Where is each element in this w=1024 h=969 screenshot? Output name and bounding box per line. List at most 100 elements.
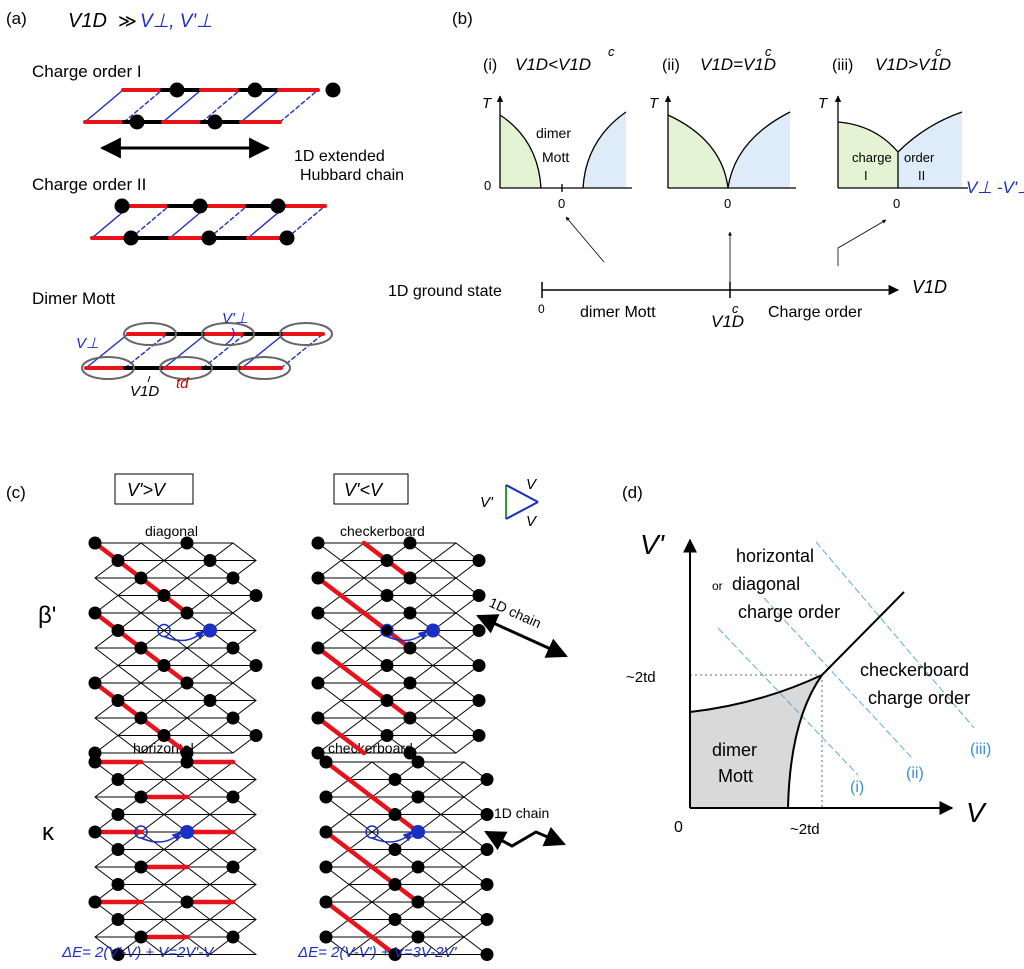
gs-dimer-mott-label: dimer Mott: [580, 304, 656, 321]
lattice-bond: [186, 577, 211, 596]
moved-charge: [180, 825, 194, 839]
lattice-bond: [440, 761, 465, 780]
panel-a-label: (a): [6, 9, 27, 28]
legend-v2: V: [526, 513, 538, 530]
ladder-charge-order-2: [90, 198, 327, 246]
rung-bond: [240, 89, 280, 123]
moved-charge: [411, 825, 425, 839]
dimer-mott-label: Dimer Mott: [32, 289, 115, 308]
lattice-bond: [340, 700, 365, 719]
or-label: or: [712, 579, 723, 593]
site-dot: [472, 589, 486, 602]
case-iii-num: (iii): [832, 57, 853, 74]
checkerboard-label: checkerboard: [860, 660, 969, 680]
t-axis-label: T: [649, 95, 660, 112]
lattice-bond: [432, 717, 457, 736]
lattice-bond: [340, 577, 365, 596]
site-dot: [180, 746, 194, 760]
site-dot: [134, 571, 148, 585]
site-dot: [325, 82, 341, 98]
charge-order-1-label: Charge order I: [32, 62, 142, 81]
lattice-bond: [232, 884, 257, 903]
t-axis-label: T: [818, 95, 829, 112]
lattice-bond: [440, 919, 465, 938]
origin-label: 0: [674, 819, 683, 836]
dimer-label: dimer: [536, 125, 571, 141]
site-dot: [226, 571, 240, 585]
lattice-bond: [140, 901, 165, 920]
lattice-bond: [432, 542, 457, 561]
panel-b: (b) (i) V1D<V1D c (ii) V1D=V1D c (iii) V…: [388, 9, 1024, 331]
site-dot: [111, 808, 125, 821]
lattice-beta-checkerboard: [311, 536, 486, 760]
lattice-bond: [94, 717, 119, 736]
panel-c-label: (c): [6, 483, 26, 502]
mott-label: Mott: [542, 149, 569, 165]
moved-charge: [426, 623, 440, 638]
lattice-bond: [440, 796, 465, 815]
lattice-beta-diagonal: [88, 536, 263, 760]
roman-1-label: I: [864, 168, 868, 183]
lattice-bond: [432, 577, 457, 596]
lattice-bond: [209, 901, 234, 920]
case-ii-num: (ii): [662, 57, 680, 74]
panel-d: (d) V' V 0 ~2td ~2td horizontal or diago…: [622, 483, 991, 838]
lattice-bond: [232, 542, 257, 561]
dimer-ellipse: [123, 322, 177, 346]
site-dot: [411, 930, 425, 944]
lattice-bond: [232, 901, 257, 920]
x-zero-label: 0: [558, 196, 565, 211]
lattice-bond: [232, 612, 257, 631]
col2-header: V'<V: [344, 480, 384, 500]
case-iii-label: (iii): [970, 741, 991, 758]
tick-y-label: ~2td: [626, 669, 656, 686]
site-dot: [311, 606, 325, 620]
case-ii-label: (ii): [906, 765, 924, 782]
lattice-bond: [186, 796, 211, 815]
rung-bond: [286, 205, 326, 239]
site-dot: [311, 711, 325, 725]
site-dot: [472, 729, 486, 742]
lattice-bond: [117, 735, 142, 754]
dimer-ellipse: [159, 356, 213, 380]
lattice-bond: [186, 936, 211, 955]
vperp-label: V⊥: [76, 335, 99, 352]
rung-bond: [201, 89, 241, 123]
site-dot: [403, 606, 417, 620]
site-dot: [388, 878, 402, 891]
site-dot: [111, 773, 125, 786]
site-dot: [88, 536, 102, 550]
lattice-bond: [186, 919, 211, 938]
strong-bond: [338, 733, 367, 756]
beta-prime-label: β': [38, 602, 56, 629]
lattice-bond: [140, 884, 165, 903]
lattice-bond: [163, 936, 188, 955]
lattice-bond: [94, 577, 119, 596]
col1-header: V'>V: [127, 480, 167, 500]
site-dot: [249, 729, 263, 742]
roman-2-label: II: [918, 168, 925, 183]
hop-arrow: [371, 831, 413, 843]
lattice-bond: [140, 612, 165, 631]
col1-header-box: [114, 473, 194, 505]
lattice-bond: [209, 761, 234, 780]
mott-region-label: Mott: [718, 766, 753, 786]
rung-bond: [123, 89, 163, 123]
rung-bond: [279, 89, 319, 123]
hop-arrow: [163, 630, 205, 642]
energy-cost-2: ΔE= 2(V-V') + V=3V-2V': [297, 944, 458, 961]
site-dot: [134, 930, 148, 944]
site-dot: [472, 659, 486, 672]
lattice-bond: [163, 560, 188, 579]
site-dot: [134, 860, 148, 874]
chain1-label: 1D chain: [487, 594, 544, 631]
lattice-bond: [340, 612, 365, 631]
dimer-ellipse: [201, 322, 255, 346]
lattice-bond: [340, 630, 365, 649]
boundary-lower: [787, 674, 823, 809]
lattice-kappa-checkerboard: [319, 755, 494, 961]
site-dot: [134, 711, 148, 725]
lattice-bond: [186, 866, 211, 885]
phase-region-blue: [898, 112, 962, 188]
case-iii-cond: V1D>V1D: [875, 55, 951, 74]
